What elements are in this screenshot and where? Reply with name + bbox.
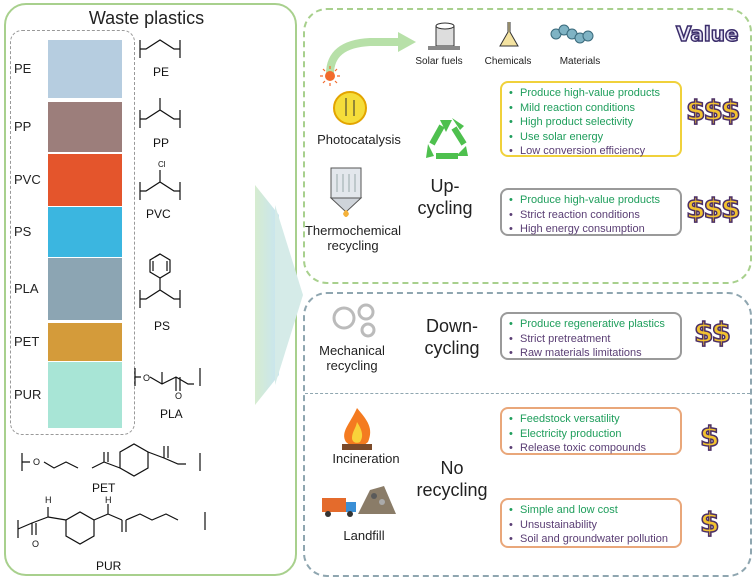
feature-item: Produce regenerative plastics xyxy=(508,317,674,332)
incineration-value: $ xyxy=(699,419,720,454)
pur-structure xyxy=(17,504,206,545)
feature-item: Low conversion efficiency xyxy=(508,144,674,159)
incineration-features: Feedstock versatilityElectricity product… xyxy=(500,407,682,455)
plastic-photos-frame xyxy=(10,30,135,435)
h-atom-pur: H xyxy=(45,495,52,505)
thermochemical-label: Thermochemical recycling xyxy=(304,223,402,253)
landfill-value: $ xyxy=(699,505,720,540)
section-divider xyxy=(305,393,750,394)
chemicals-icon xyxy=(499,22,519,47)
incineration-icon xyxy=(342,408,372,450)
plastic-photo-pvc xyxy=(48,154,122,206)
feature-item: High product selectivity xyxy=(508,115,674,130)
plastic-photo-pur xyxy=(48,362,122,428)
pp-structure xyxy=(139,98,181,128)
pvc-structure xyxy=(139,170,181,200)
feature-item: Soil and groundwater pollution xyxy=(508,532,674,547)
photocatalysis-label: Photocatalysis xyxy=(317,132,401,147)
o-atom-pet: O xyxy=(33,457,40,467)
landfill-label: Landfill xyxy=(343,528,385,543)
ps-structure-label: PS xyxy=(154,319,170,333)
thermochemical-icon xyxy=(329,167,363,217)
value-title: Value xyxy=(675,21,739,47)
gears-icon xyxy=(332,303,376,338)
downcycling-label: Down- cycling xyxy=(424,316,480,358)
plastic-label-pet: PET xyxy=(14,334,40,349)
thermochemical-value: $$$ xyxy=(685,191,741,226)
recycle-icon xyxy=(426,118,468,159)
transition-arrow xyxy=(255,185,303,405)
plastic-label-pp: PP xyxy=(14,119,32,134)
feature-item: Produce high-value products xyxy=(508,193,674,208)
o-atom-pur: O xyxy=(32,539,39,549)
feature-item: Unsustainability xyxy=(508,518,674,533)
plastic-label-pla: PLA xyxy=(14,281,39,296)
downcycling-box xyxy=(303,292,752,577)
materials-label: Materials xyxy=(559,56,601,67)
incineration-label: Incineration xyxy=(332,451,400,466)
pur-structure-label: PUR xyxy=(96,559,122,573)
feature-item: High energy consumption xyxy=(508,222,674,237)
feature-item: Strict reaction conditions xyxy=(508,208,674,223)
o-atom-pla-carbonyl: O xyxy=(175,391,182,401)
materials-icon xyxy=(550,24,594,44)
feature-item: Release toxic compounds xyxy=(508,441,674,456)
polymer-structures: PE PP PVC PS PLA PET PUR Cl O O O O H H xyxy=(17,39,206,573)
feature-item: Feedstock versatility xyxy=(508,412,674,427)
mechanical-label: Mechanical recycling xyxy=(319,343,385,373)
pla-structure xyxy=(134,368,201,391)
plastic-photo-pp xyxy=(48,102,122,152)
landfill-icon xyxy=(322,486,396,517)
waste-plastics-title: Waste plastics xyxy=(88,8,205,28)
pet-structure-label: PET xyxy=(92,481,116,495)
feature-item: Simple and low cost xyxy=(508,503,674,518)
pet-structure xyxy=(21,443,201,477)
pe-structure xyxy=(139,39,181,58)
ps-structure xyxy=(139,253,181,308)
thermochemical-features: Produce high-value productsStrict reacti… xyxy=(500,188,682,236)
plastic-photo-pet xyxy=(48,323,122,361)
pp-structure-label: PP xyxy=(153,136,169,150)
plastic-photo-pe xyxy=(48,40,122,98)
pvc-structure-label: PVC xyxy=(146,207,171,221)
cl-atom: Cl xyxy=(158,160,166,169)
mechanical-value: $$ xyxy=(693,315,731,350)
feature-item: Produce high-value products xyxy=(508,86,674,101)
feature-item: Strict pretreatment xyxy=(508,332,674,347)
photocatalysis-value: $$$ xyxy=(685,93,741,128)
upcycling-label: Up- cycling xyxy=(417,176,473,218)
plastic-label-ps: PS xyxy=(14,224,32,239)
no-recycling-label: No recycling xyxy=(416,458,488,500)
plastic-photo-pla xyxy=(48,258,122,320)
photocatalysis-icon xyxy=(320,66,367,125)
plastic-label-pvc: PVC xyxy=(14,172,41,187)
plastic-label-pe: PE xyxy=(14,61,32,76)
mechanical-features: Produce regenerative plasticsStrict pret… xyxy=(500,312,682,360)
photocatalysis-features: Produce high-value productsMild reaction… xyxy=(500,81,682,159)
feature-item: Raw materials limitations xyxy=(508,346,674,361)
plastic-photo-ps xyxy=(48,207,122,257)
plastic-label-pur: PUR xyxy=(14,387,42,402)
upcycling-box xyxy=(303,8,752,284)
chemicals-label: Chemicals xyxy=(484,56,532,67)
feature-item: Electricity production xyxy=(508,427,674,442)
landfill-features: Simple and low costUnsustainabilitySoil … xyxy=(500,498,682,548)
solar-fuels-label: Solar fuels xyxy=(415,56,463,67)
o-atom-pla: O xyxy=(143,373,150,383)
pla-structure-label: PLA xyxy=(160,407,183,421)
solar-fuels-icon xyxy=(428,22,460,50)
feature-item: Mild reaction conditions xyxy=(508,101,674,116)
h-atom-pur-2: H xyxy=(105,495,112,505)
pe-structure-label: PE xyxy=(153,65,169,79)
feature-item: Use solar energy xyxy=(508,130,674,145)
